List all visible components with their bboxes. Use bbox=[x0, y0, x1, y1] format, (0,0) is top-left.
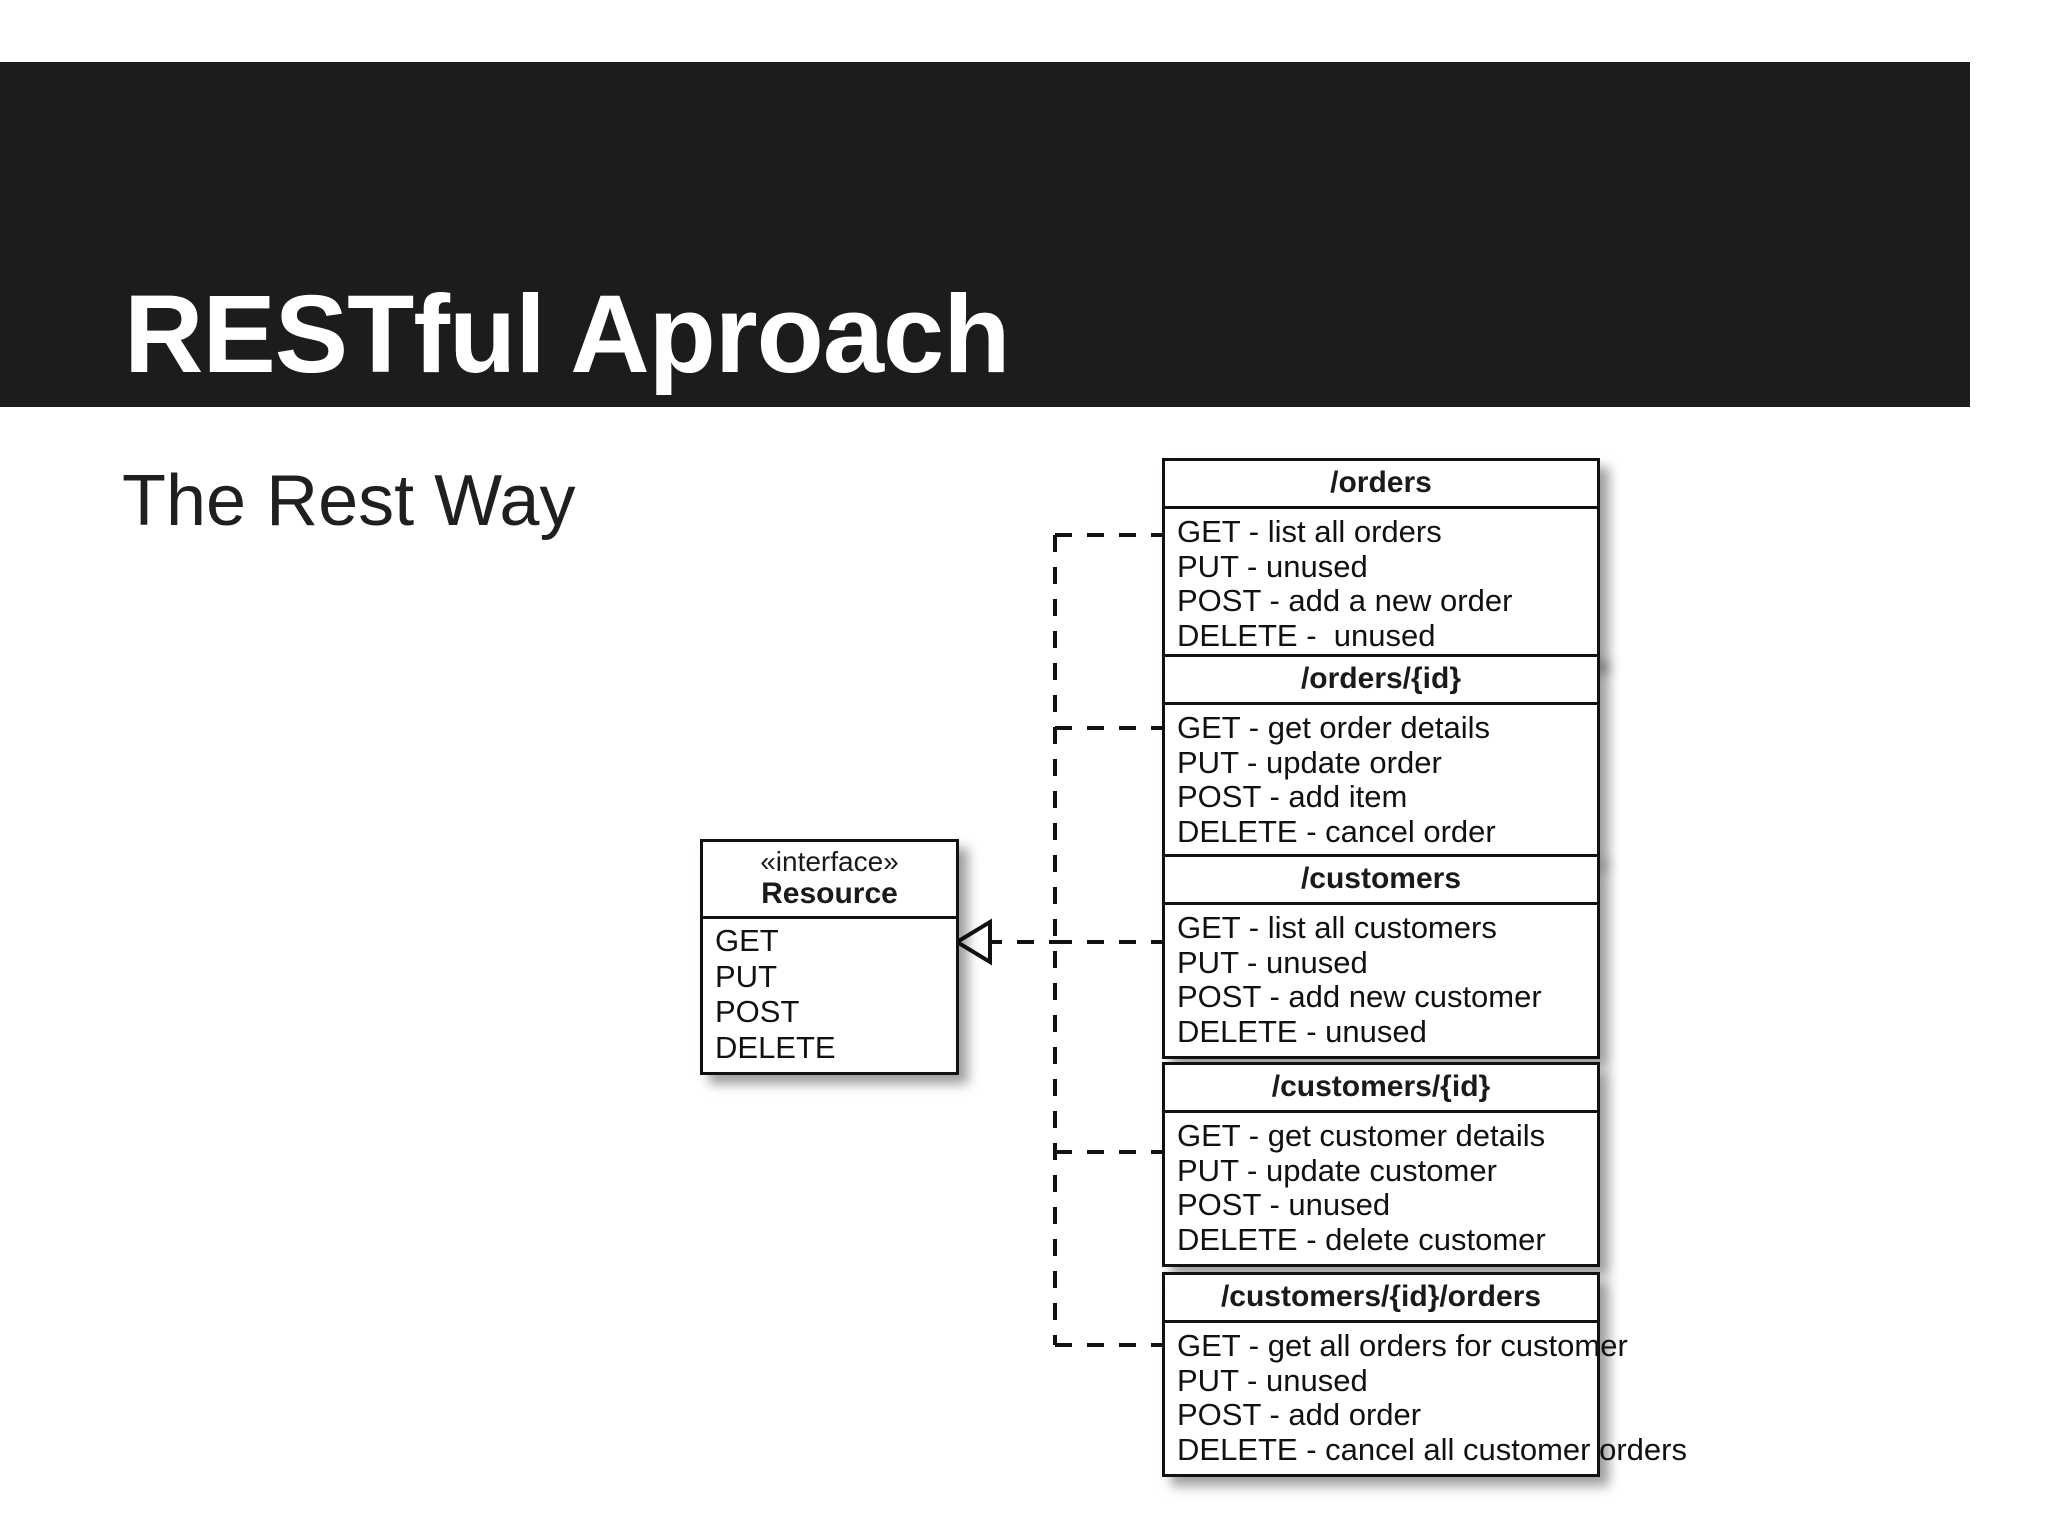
uml-resource-box-order-id[interactable]: /orders/{id} GET - get order details PUT… bbox=[1162, 654, 1600, 859]
uml-operation: DELETE - unused bbox=[1177, 618, 1436, 654]
uml-resource-operations: GET - list all customers PUT - unused PO… bbox=[1165, 905, 1597, 1056]
title-banner: RESTful Aproach bbox=[0, 62, 1970, 407]
uml-operation: GET - list all customers bbox=[1177, 910, 1497, 945]
uml-operation: PUT - unused bbox=[1177, 548, 1368, 584]
uml-resource-box-orders[interactable]: /orders GET - list all orders PUT - unus… bbox=[1162, 458, 1600, 663]
uml-operation: DELETE - cancel all customer orders bbox=[1177, 1432, 1687, 1468]
uml-operation: DELETE - delete customer bbox=[1177, 1222, 1546, 1258]
uml-operation: POST bbox=[715, 994, 800, 1030]
uml-operation: PUT - update order bbox=[1177, 744, 1442, 780]
page-title: RESTful Aproach bbox=[124, 273, 1010, 396]
uml-operation: POST - add item bbox=[1177, 779, 1408, 815]
slide-subtitle: The Rest Way bbox=[122, 461, 576, 541]
uml-operation: GET - get customer details bbox=[1177, 1118, 1546, 1153]
uml-resource-name: /customers bbox=[1165, 857, 1597, 905]
uml-resource-box-customers[interactable]: /customers GET - list all customers PUT … bbox=[1162, 854, 1600, 1059]
uml-resource-operations: GET - get order details PUT - update ord… bbox=[1165, 705, 1597, 856]
uml-operation: GET bbox=[715, 922, 779, 958]
uml-operation: PUT bbox=[715, 958, 777, 994]
uml-interface-operations: GET PUT POST DELETE bbox=[703, 919, 956, 1072]
uml-operation: POST - unused bbox=[1177, 1187, 1391, 1223]
uml-interface-header: «interface» Resource bbox=[703, 842, 956, 919]
uml-operation: POST - add new customer bbox=[1177, 979, 1542, 1015]
uml-operation: POST - add order bbox=[1177, 1397, 1422, 1433]
hollow-triangle-arrowhead-icon bbox=[953, 918, 992, 966]
uml-operation: DELETE bbox=[715, 1029, 836, 1065]
uml-operation: GET - get order details bbox=[1177, 710, 1491, 745]
uml-resource-box-customer-id[interactable]: /customers/{id} GET - get customer detai… bbox=[1162, 1062, 1600, 1267]
uml-stereotype-label: «interface» bbox=[760, 846, 899, 877]
uml-operation: DELETE - unused bbox=[1177, 1014, 1427, 1050]
uml-resource-name: /customers/{id}/orders bbox=[1165, 1275, 1597, 1323]
uml-operation: DELETE - cancel order bbox=[1177, 814, 1496, 850]
uml-operation: PUT - update customer bbox=[1177, 1152, 1497, 1188]
uml-resource-name: /orders bbox=[1165, 461, 1597, 509]
uml-resource-name: /orders/{id} bbox=[1165, 657, 1597, 705]
uml-resource-name: /customers/{id} bbox=[1165, 1065, 1597, 1113]
uml-operation: PUT - unused bbox=[1177, 944, 1368, 980]
uml-resource-box-customer-orders[interactable]: /customers/{id}/orders GET - get all ord… bbox=[1162, 1272, 1687, 1477]
uml-operation: GET - get all orders for customer bbox=[1177, 1328, 1628, 1363]
uml-operation: POST - add a new order bbox=[1177, 583, 1513, 619]
uml-interface-box-resource[interactable]: «interface» Resource GET PUT POST DELETE bbox=[700, 839, 959, 1075]
uml-resource-operations: GET - get customer details PUT - update … bbox=[1165, 1113, 1597, 1264]
uml-operation: PUT - unused bbox=[1177, 1362, 1368, 1398]
uml-resource-operations: GET - get all orders for customer PUT - … bbox=[1165, 1323, 1687, 1474]
uml-interface-name: Resource bbox=[761, 877, 898, 911]
uml-operation: GET - list all orders bbox=[1177, 514, 1442, 549]
uml-resource-operations: GET - list all orders PUT - unused POST … bbox=[1165, 509, 1597, 660]
